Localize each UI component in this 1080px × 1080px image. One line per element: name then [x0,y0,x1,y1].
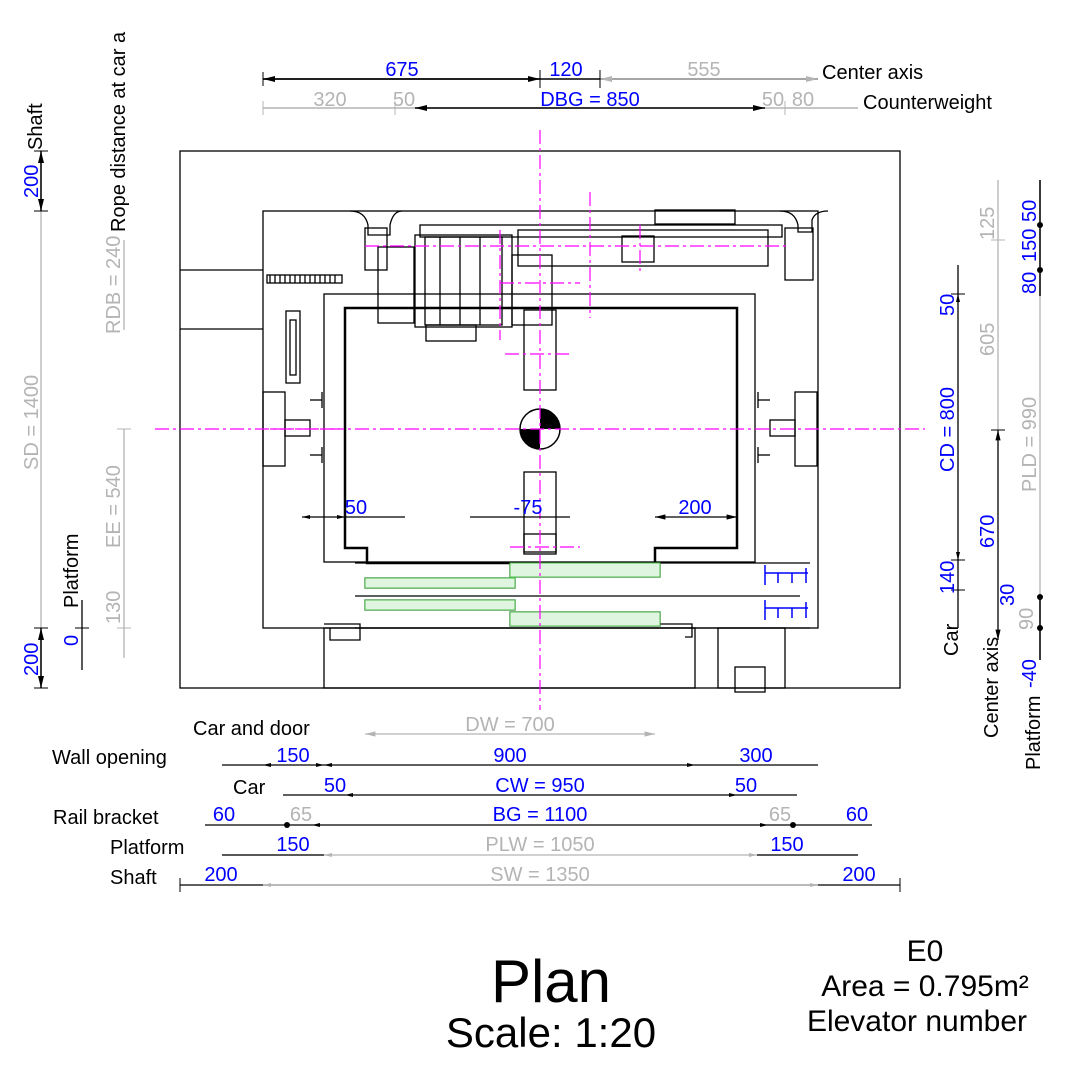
right-dim-90: 90 [1016,608,1038,630]
rope-distance-label: Rope distance at car a [108,31,130,232]
right-dim-50: 50 [937,294,959,316]
dim-200-right: 200 [678,497,711,519]
counterweight-label: Counterweight [863,92,992,114]
wall-opening-label: Wall opening [52,747,167,769]
left-shaft-label: Shaft [25,103,47,150]
shaft-dim-label: Shaft [110,867,157,889]
right-dim-125: 125 [977,207,999,240]
left-platform-label: Platform [61,534,83,608]
sw-dimension: SW = 1350 [490,864,590,886]
right-dim-80: 80 [1019,272,1041,294]
bottom-dimensions: Car and door DW = 700 Wall opening 150 9… [52,714,901,892]
right-dim-670: 670 [977,515,999,548]
machine-assembly [266,210,829,555]
dim-minus-75: -75 [514,497,543,519]
rail-dim-65-right: 65 [769,804,791,826]
right-platform-label: Platform [1023,696,1045,770]
rail-dim-65-left: 65 [290,804,312,826]
rdb-dimension: RDB = 240 [103,236,125,334]
car-dim-label: Car [233,777,266,799]
dim-50-left: 50 [345,497,367,519]
elevator-code: E0 [907,935,944,968]
right-dim-140: 140 [937,561,959,594]
top-dim-675: 675 [385,59,418,81]
left-shaft-top-200: 200 [21,165,43,198]
area-label: Area = 0.795m² [821,970,1029,1003]
left-dim-0: 0 [61,635,83,646]
right-dim-605: 605 [977,323,999,356]
top-dim-80: 80 [792,89,814,111]
center-axis-label: Center axis [822,62,923,84]
elevator-number-label: Elevator number [807,1005,1027,1038]
car-dim-50-left: 50 [324,775,346,797]
plw-dimension: PLW = 1050 [485,834,594,856]
right-dimensions: 50 CD = 800 140 Car 125 605 670 Center a… [937,180,1045,770]
title-block: Plan Scale: 1:20 E0 Area = 0.795m² Eleva… [446,935,1029,1056]
dbg-dimension: DBG = 850 [540,89,640,111]
plan-inner-dimensions: 50 -75 200 [302,497,737,520]
right-dim-minus-40: -40 [1019,659,1041,688]
wall-opening-150: 150 [276,745,309,767]
top-dim-50a: 50 [393,89,415,111]
right-car-label: Car [941,623,963,656]
bg-dimension: BG = 1100 [493,804,588,826]
shaft-dim-200-left: 200 [204,864,237,886]
door-panels [364,562,661,627]
top-dim-320: 320 [313,89,346,111]
left-shaft-bottom-200: 200 [21,643,43,676]
top-dim-50b: 50 [762,89,784,111]
left-dim-130: 130 [103,591,125,624]
plan-title: Plan [491,948,611,1015]
left-dimensions: Shaft 200 SD = 1400 200 Rope distance at… [21,31,131,689]
center-axes [155,130,925,710]
platform-dim-150-right: 150 [770,834,803,856]
shaft-dim-200-right: 200 [842,864,875,886]
landing-door-fixtures [764,565,808,620]
right-dim-30: 30 [997,584,1019,606]
wall-opening-300: 300 [739,745,772,767]
pld-dimension: PLD = 990 [1019,397,1041,492]
top-dim-120: 120 [549,59,582,81]
platform-dim-label: Platform [110,837,184,859]
cw-dimension: CW = 950 [495,775,584,797]
car-dim-50-right: 50 [735,775,757,797]
rail-dim-60-right: 60 [846,804,868,826]
top-dim-555: 555 [687,59,720,81]
platform-dim-150-left: 150 [276,834,309,856]
scale-label: Scale: 1:20 [446,1009,656,1056]
right-dim-50b: 50 [1019,200,1041,222]
ee-dimension: EE = 540 [103,465,125,548]
top-dimensions: 675 120 555 Center axis 320 50 DBG = 850… [262,59,992,115]
rail-dim-60-left: 60 [213,804,235,826]
right-dim-150: 150 [1019,229,1041,262]
dw-dimension: DW = 700 [465,714,554,736]
right-center-axis-label: Center axis [981,637,1003,738]
cd-dimension: CD = 800 [937,387,959,472]
wall-opening-900: 900 [493,745,526,767]
car-and-door-label: Car and door [193,718,310,740]
sd-dimension: SD = 1400 [21,375,43,470]
rail-bracket-label: Rail bracket [53,807,159,829]
